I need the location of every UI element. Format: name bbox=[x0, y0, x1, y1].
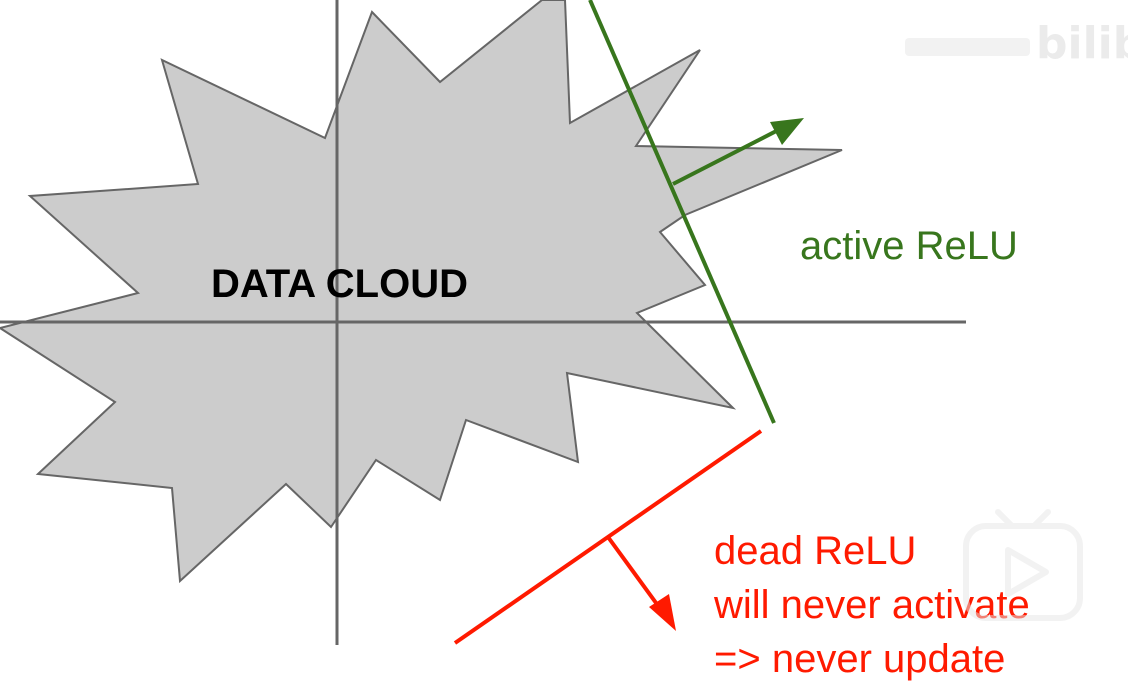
play-icon bbox=[1005, 547, 1049, 597]
tv-body bbox=[963, 523, 1083, 621]
watermark-username-blur bbox=[905, 38, 1030, 56]
watermark-logo: bilibili bbox=[1036, 18, 1128, 69]
dead-relu-label-line-3: => never update bbox=[714, 637, 1005, 681]
active-relu-arrowhead bbox=[770, 118, 804, 145]
watermark: bilibili bbox=[905, 18, 1128, 69]
active-relu-label: active ReLU bbox=[800, 224, 1018, 268]
dead-relu-arrowhead bbox=[649, 594, 676, 631]
active-relu-normal-arrow bbox=[672, 123, 789, 186]
data-cloud-label: DATA CLOUD bbox=[211, 262, 468, 306]
dead-relu-label-line-1: dead ReLU bbox=[714, 529, 916, 573]
dead-relu-normal-arrow bbox=[606, 535, 661, 609]
active-relu-line bbox=[588, 0, 776, 424]
data-cloud-shape bbox=[0, 0, 843, 584]
video-player-icon bbox=[963, 509, 1083, 621]
dead-relu-label-line-2: will never activate bbox=[713, 583, 1030, 627]
